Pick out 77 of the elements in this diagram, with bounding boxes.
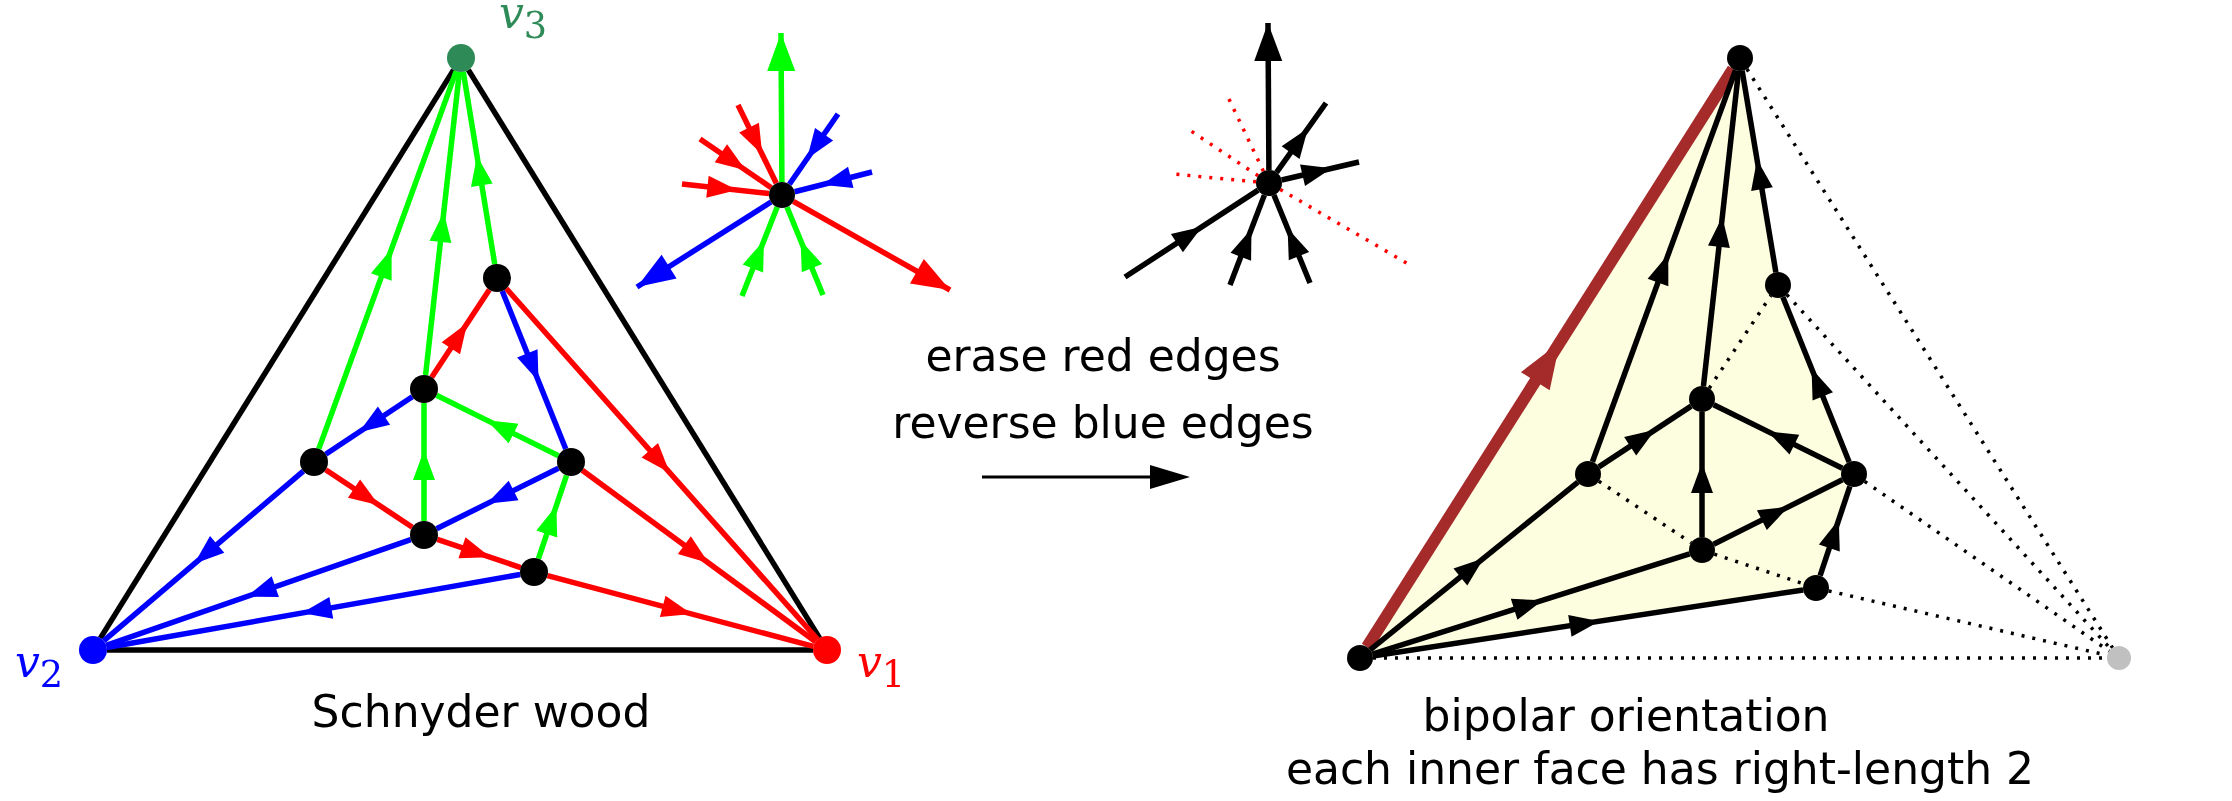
- arrow: [422, 71, 463, 376]
- arrow: [435, 392, 560, 459]
- arrow: [1271, 194, 1313, 285]
- arrow: [1368, 480, 1580, 652]
- arrow: [1597, 403, 1693, 470]
- vertex-dot: [557, 448, 585, 476]
- arrow: [767, 33, 796, 182]
- vertex-dot: [1727, 45, 1753, 71]
- arrow: [1372, 587, 1804, 659]
- arrow: [1712, 402, 1844, 471]
- arrow: [1589, 69, 1739, 463]
- arrow: [1227, 194, 1267, 286]
- arrow: [635, 199, 773, 290]
- vertex-dot: [447, 44, 475, 72]
- arrow: [739, 206, 780, 297]
- vertex-label: v$_{2}$: [15, 640, 64, 694]
- arrow: [791, 199, 952, 293]
- arrow: [1712, 477, 1844, 547]
- dotted-line: [1226, 96, 1265, 173]
- arrow: [101, 468, 306, 644]
- arrow: [1700, 70, 1742, 387]
- arrow: [435, 465, 560, 532]
- line: [466, 68, 822, 640]
- note-text: reverse blue edges: [892, 398, 1314, 448]
- arrow: [1274, 101, 1329, 174]
- arrow: [681, 175, 770, 198]
- arrow: [1817, 485, 1853, 577]
- arrow: [499, 289, 569, 451]
- vertex-dot: [483, 264, 511, 292]
- arrow: [504, 286, 820, 642]
- arrow: [735, 103, 779, 185]
- arrow: [106, 571, 521, 651]
- vertex-dot: [1803, 575, 1829, 601]
- arrow: [1739, 70, 1779, 273]
- arrow: [793, 166, 873, 195]
- vertex-dot: [520, 558, 548, 586]
- arrow: [784, 206, 826, 297]
- note-text: each inner face has right-length 2: [1285, 744, 2035, 794]
- vertex-dot: [1765, 272, 1791, 298]
- vertex-label: v$_{1}$: [857, 640, 906, 694]
- vertex-dot: [813, 636, 841, 664]
- arrow: [105, 537, 412, 648]
- vertex-dot: [410, 375, 438, 403]
- vertex-dot: [1256, 170, 1282, 196]
- note-text: erase red edges: [925, 331, 1281, 381]
- arrow: [460, 71, 498, 265]
- caption-text: bipolar orientation: [1422, 691, 1830, 741]
- vertex-dot: [2107, 646, 2131, 670]
- vertex-dot: [300, 448, 328, 476]
- dotted-line: [1707, 294, 1773, 390]
- vertex-dot: [79, 636, 107, 664]
- arrow: [1254, 23, 1283, 170]
- arrow: [698, 136, 773, 190]
- dotted-line: [1745, 68, 2115, 649]
- vertex-dot: [410, 521, 438, 549]
- arrow: [1123, 187, 1260, 280]
- line: [107, 647, 813, 653]
- arrow: [436, 536, 522, 571]
- dotted-line: [1597, 479, 1693, 545]
- arrow: [1780, 296, 1852, 463]
- arrow: [535, 474, 570, 560]
- vertex-dot: [1841, 461, 1867, 487]
- arrow: [324, 394, 414, 457]
- arrow: [413, 403, 435, 521]
- arrow: [429, 288, 492, 379]
- caption-text: Schnyder wood: [311, 687, 651, 737]
- arrow: [546, 572, 815, 650]
- vertex-label: v$_{3}$: [499, 0, 548, 45]
- arrow: [787, 112, 841, 186]
- arrow: [316, 70, 459, 450]
- vertex-dot: [769, 182, 795, 208]
- arrow: [1281, 159, 1360, 186]
- arrow: [1691, 412, 1713, 537]
- line: [98, 68, 456, 640]
- arrow: [324, 467, 414, 530]
- arrow: [580, 468, 818, 644]
- vertex-dot: [1347, 645, 1373, 671]
